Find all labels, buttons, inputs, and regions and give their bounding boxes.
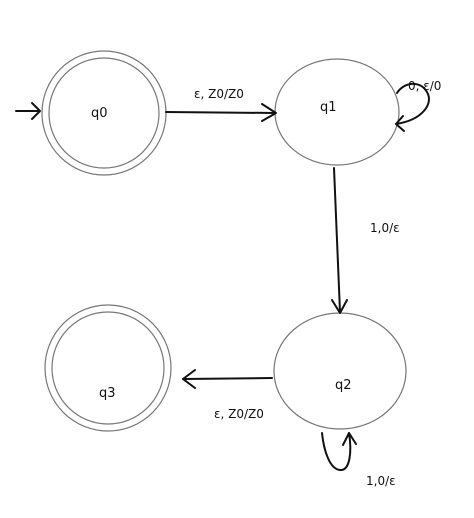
state-q2: q2 [273,312,407,430]
state-q0-label: q0 [91,106,108,121]
state-q2-label: q2 [335,378,352,393]
transition-q2-q3: ε, Z0/Z0 [182,369,273,421]
start-arrow [15,102,41,120]
state-q2-ring [273,312,407,430]
transition-q2-q3-label: ε, Z0/Z0 [214,407,264,421]
state-q0-inner-ring [48,57,160,169]
state-q3-label: q3 [99,386,116,401]
transition-q1-q2: 1,0/ε [331,167,400,314]
transition-q1-loop-label: 0, ε/0 [408,79,441,93]
state-q3-inner-ring [51,311,165,425]
transition-q2-loop: 1,0/ε [321,432,396,488]
state-q3-outer-ring [44,304,172,432]
transition-q0-q1: ε, Z0/Z0 [165,87,277,122]
state-q1-label: q1 [320,100,337,115]
state-q0: q0 [41,50,167,176]
state-q1-ring [274,58,400,166]
transition-q0-q1-label: ε, Z0/Z0 [194,87,244,101]
transition-q2-loop-label: 1,0/ε [366,474,396,488]
transition-q1-q2-label: 1,0/ε [370,221,400,235]
state-q1: q1 [274,58,400,166]
transition-q1-loop: 0, ε/0 [395,79,441,132]
state-q3: q3 [44,304,172,432]
